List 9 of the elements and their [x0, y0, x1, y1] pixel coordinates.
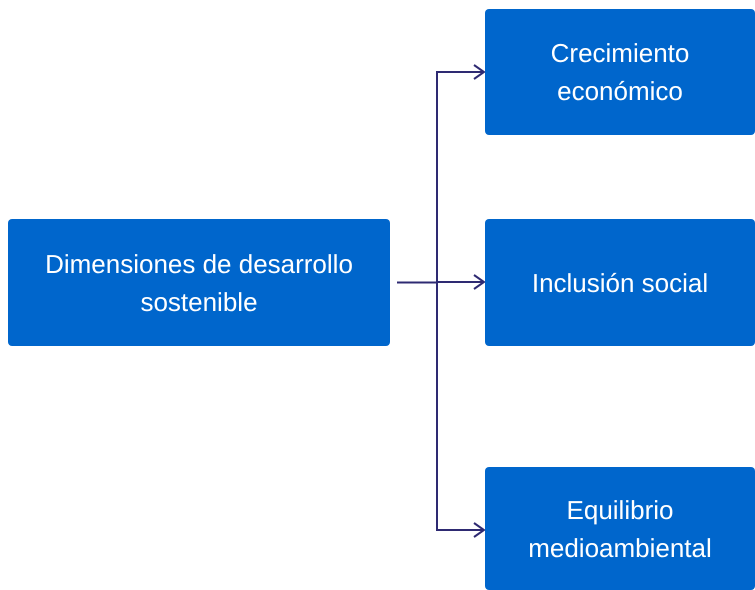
process-box — [485, 219, 755, 346]
process-box — [485, 467, 755, 590]
box-label: Crecimiento económico — [550, 37, 690, 108]
box-label: Equilibrio medioambiental — [527, 494, 713, 564]
arrow — [397, 282, 485, 538]
box-label: Inclusión social — [532, 266, 708, 300]
process-box — [485, 9, 755, 135]
process-box — [8, 219, 390, 346]
box-label: Dimensiones de desarrollo sostenible — [44, 248, 354, 318]
